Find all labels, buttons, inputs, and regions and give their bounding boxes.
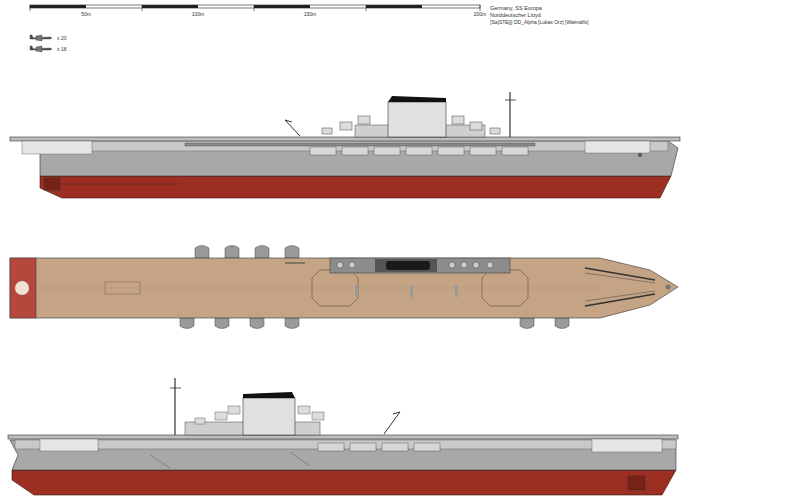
credit-text: [Sa]STE[j] DD_Alpha [Lukas Orz] [Waimalf…: [490, 19, 588, 25]
scale-label: 150m: [304, 11, 317, 17]
side-profile-port: [8, 378, 678, 495]
plan-view: [10, 246, 678, 329]
scale-label: 50m: [81, 11, 91, 17]
legend-count: x 20: [57, 35, 66, 41]
aircraft-icon: [30, 35, 52, 52]
legend-count: x 18: [57, 46, 66, 52]
scale-bar: [30, 5, 480, 11]
scale-label: 200m: [474, 11, 487, 17]
scale-label: 100m: [192, 11, 205, 17]
credit-text: Germany, SS Europa: [490, 5, 542, 11]
credit-text: Norddeutscher Lloyd: [490, 12, 541, 18]
side-profile-starboard: [10, 92, 680, 198]
